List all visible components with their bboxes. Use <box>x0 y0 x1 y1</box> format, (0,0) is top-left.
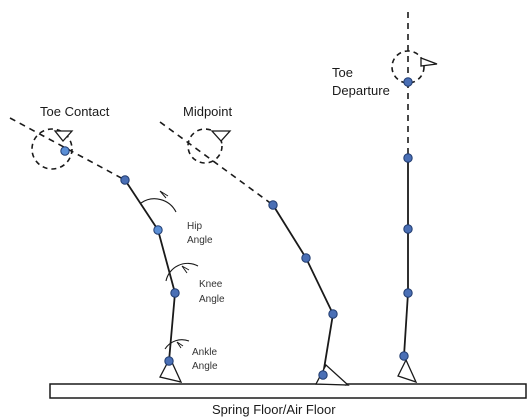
floor-label: Spring Floor/Air Floor <box>212 402 336 417</box>
figure-midpoint <box>159 121 350 386</box>
leg-segments <box>403 158 415 382</box>
ankle-angle-arrow <box>176 341 184 349</box>
knee-joint <box>403 224 413 234</box>
ankle-joint <box>170 288 180 298</box>
hip-joint <box>268 200 278 210</box>
hip-joint <box>403 153 413 163</box>
label-hip-angle-line2: Angle <box>187 235 213 246</box>
label-ankle-angle-line1: Ankle <box>192 347 218 358</box>
ankle-angle-arc <box>164 339 190 350</box>
hip-angle-arc <box>140 198 177 213</box>
knee-angle-arc <box>165 262 199 282</box>
shoulder-joint <box>60 146 70 156</box>
trunk-dashed-line <box>159 121 274 206</box>
foot <box>159 356 183 383</box>
leg-segments <box>124 179 181 383</box>
hip-joint <box>120 175 130 185</box>
knee-joint <box>301 253 311 263</box>
figure-toe-departure <box>391 12 438 384</box>
gaze-marker <box>53 130 74 143</box>
head-circle <box>31 128 73 170</box>
label-toe-departure-line1: Toe <box>332 65 353 80</box>
foot <box>397 358 418 384</box>
label-knee-angle-line2: Angle <box>199 294 225 305</box>
gaze-marker <box>210 130 232 142</box>
hip-angle-arrow <box>159 190 169 199</box>
leg-segments <box>272 204 347 386</box>
ankle-joint <box>403 288 413 298</box>
label-ankle-angle-line2: Angle <box>192 361 218 372</box>
head-circle <box>391 50 425 84</box>
gaze-marker <box>420 57 438 67</box>
head-circle <box>187 128 223 164</box>
figure-toe-contact <box>9 117 199 383</box>
heel-joint <box>399 351 409 361</box>
label-toe-contact: Toe Contact <box>40 104 110 119</box>
floor <box>49 383 527 399</box>
label-midpoint: Midpoint <box>183 104 233 119</box>
knee-joint <box>153 225 163 235</box>
label-knee-angle-line1: Knee <box>199 279 223 290</box>
label-hip-angle-line1: Hip <box>187 221 203 232</box>
knee-angle-arrow <box>181 265 190 274</box>
ankle-joint <box>328 309 338 319</box>
label-toe-departure-line2: Departure <box>332 83 390 98</box>
shoulder-joint <box>403 77 413 87</box>
heel-joint <box>164 356 174 366</box>
heel-joint <box>318 370 328 380</box>
